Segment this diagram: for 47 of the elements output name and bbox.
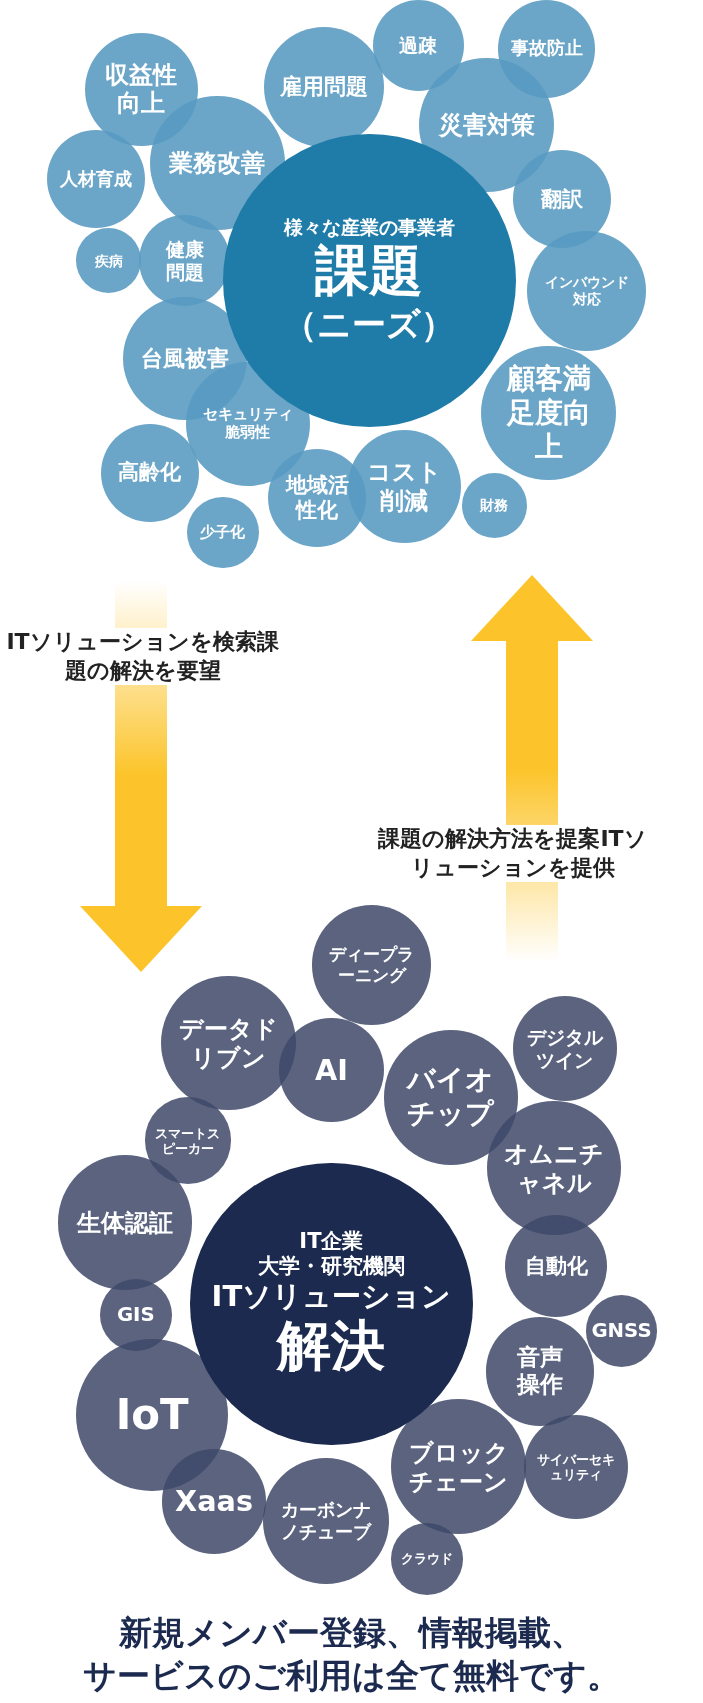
bubble-text: 地域活性化 <box>284 473 350 523</box>
bubble-text: ブロックチェーン <box>407 1437 510 1497</box>
bubble-text: 収益性向上 <box>104 60 179 118</box>
bubble-text: 台風被害 <box>139 345 230 372</box>
bubble-text: 雇用問題 <box>278 73 369 100</box>
heading-text: （ニーズ） <box>283 303 456 345</box>
bubble-text: 財務 <box>479 497 510 514</box>
bubble-text: サイバーセキュリティ <box>535 1451 616 1482</box>
bubble-text: Xaas <box>174 1484 254 1519</box>
heading-text: 課題 <box>315 238 424 304</box>
subtitle-text: IT企業 <box>299 1228 364 1255</box>
bubble-text: セキュリティ脆弱性 <box>201 405 294 442</box>
bubble-text: 事故防止 <box>509 38 584 60</box>
bubble-text: 疾病 <box>93 252 124 269</box>
bubble-text: 生体認証 <box>75 1207 174 1237</box>
bubble-text: デジタルツイン <box>526 1025 604 1072</box>
bubble-text: AI <box>313 1053 349 1088</box>
bubble-text: ディープラーニング <box>328 944 416 986</box>
bubble-text: GNSS <box>590 1319 653 1343</box>
bubble-text: 健康問題 <box>164 237 205 284</box>
bubble-text: 顧客満足度向上 <box>505 361 592 464</box>
subtitle-text: 様々な産業の事業者 <box>283 216 455 239</box>
bubble-text: カーボンナノチューブ <box>279 1499 373 1544</box>
bubble-text: IoT <box>114 1389 190 1440</box>
caption-text: 新規メンバー登録、情報掲載、サービスのご利用は全て無料です。 <box>82 1612 621 1697</box>
bubble-text: 災害対策 <box>437 110 536 140</box>
bubble-text: GIS <box>115 1302 156 1327</box>
bubble-text: 翻訳 <box>539 186 584 212</box>
heading-text: 解決 <box>277 1314 386 1379</box>
bubble-text: 業務改善 <box>168 148 267 178</box>
bubble-text: 自動化 <box>523 1252 589 1279</box>
bubble-text: インバウンド対応 <box>543 273 630 309</box>
bubble-text: データドリブン <box>177 1013 279 1073</box>
bubble-text: 高齢化 <box>117 460 183 485</box>
bubble-text: スマートスピーカー <box>154 1125 222 1156</box>
bubble-text: 人材育成 <box>58 168 133 190</box>
bubble-text: オムニチャネル <box>503 1138 606 1198</box>
bubble-text: 過疎 <box>398 34 439 58</box>
bubble-text: コスト削減 <box>365 458 443 516</box>
bubble-text: クラウド <box>400 1551 454 1567</box>
bubble <box>461 472 527 538</box>
bubble-text: 音声操作 <box>515 1343 564 1399</box>
bubble-text: バイオチップ <box>405 1063 496 1132</box>
label-text: ITソリューションを検索課題の解決を要望 <box>5 628 280 686</box>
heading-text: ITソリューション <box>211 1279 452 1315</box>
subtitle-text: 大学・研究機関 <box>257 1254 405 1280</box>
bubble-text: 少子化 <box>199 523 247 542</box>
